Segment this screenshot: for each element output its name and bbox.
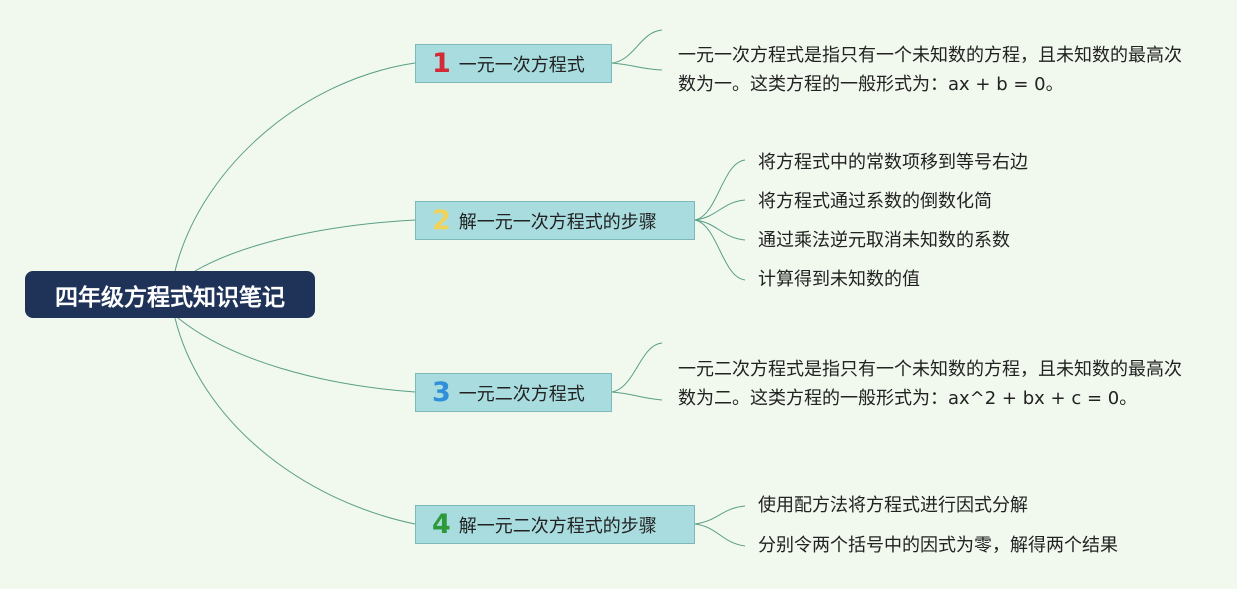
branch-1-description[interactable]: 一元一次方程式是指只有一个未知数的方程，且未知数的最高次数为一。这类方程的一般形…	[678, 45, 1182, 95]
central-topic-label: 四年级方程式知识笔记	[55, 284, 285, 311]
branch-2-step-4[interactable]: 计算得到未知数的值	[758, 269, 920, 290]
connector-b1-desc-top	[611, 29, 663, 64]
branch-2-label: 解一元一次方程式的步骤	[458, 211, 657, 233]
connector-central-b1	[174, 62, 416, 272]
branch-4-step-2[interactable]: 分别令两个括号中的因式为零，解得两个结果	[758, 535, 1118, 556]
connector-b3-desc-bottom	[611, 391, 663, 401]
branch-4[interactable]: 4 解一元二次方程式的步骤	[415, 505, 695, 544]
connector-central-b3	[177, 317, 416, 393]
connector-b2-leaf2	[694, 199, 746, 221]
connector-b4-leaf2	[694, 523, 746, 547]
number-3-icon: 3	[432, 377, 451, 408]
connector-b2-leaf1	[694, 159, 746, 221]
branch-4-label: 解一元二次方程式的步骤	[458, 515, 657, 537]
connector-central-b4	[174, 317, 416, 525]
branch-3-description[interactable]: 一元二次方程式是指只有一个未知数的方程，且未知数的最高次数为二。这类方程的一般形…	[678, 359, 1182, 409]
number-2-icon: 2	[432, 205, 451, 236]
connector-b3-desc-top	[611, 342, 663, 393]
central-topic[interactable]: 四年级方程式知识笔记	[25, 271, 315, 318]
branch-2-step-2[interactable]: 将方程式通过系数的倒数化简	[758, 191, 992, 212]
connector-b1-desc-bottom	[611, 62, 663, 71]
branch-1-label: 一元一次方程式	[458, 54, 585, 76]
connector-b4-leaf1	[694, 505, 746, 525]
branch-1[interactable]: 1 一元一次方程式	[415, 44, 612, 83]
connector-b2-leaf3	[694, 219, 746, 241]
branch-4-step-1[interactable]: 使用配方法将方程式进行因式分解	[758, 495, 1028, 516]
connector-b2-leaf4	[694, 219, 746, 281]
branch-3[interactable]: 3 一元二次方程式	[415, 373, 612, 412]
branch-3-label: 一元二次方程式	[458, 383, 585, 405]
branch-2-step-3[interactable]: 通过乘法逆元取消未知数的系数	[758, 230, 1010, 251]
number-1-icon: 1	[432, 48, 451, 79]
number-4-icon: 4	[432, 509, 451, 540]
branch-2-step-1[interactable]: 将方程式中的常数项移到等号右边	[758, 152, 1028, 173]
branch-2[interactable]: 2 解一元一次方程式的步骤	[415, 201, 695, 240]
connector-central-b2	[194, 219, 416, 272]
